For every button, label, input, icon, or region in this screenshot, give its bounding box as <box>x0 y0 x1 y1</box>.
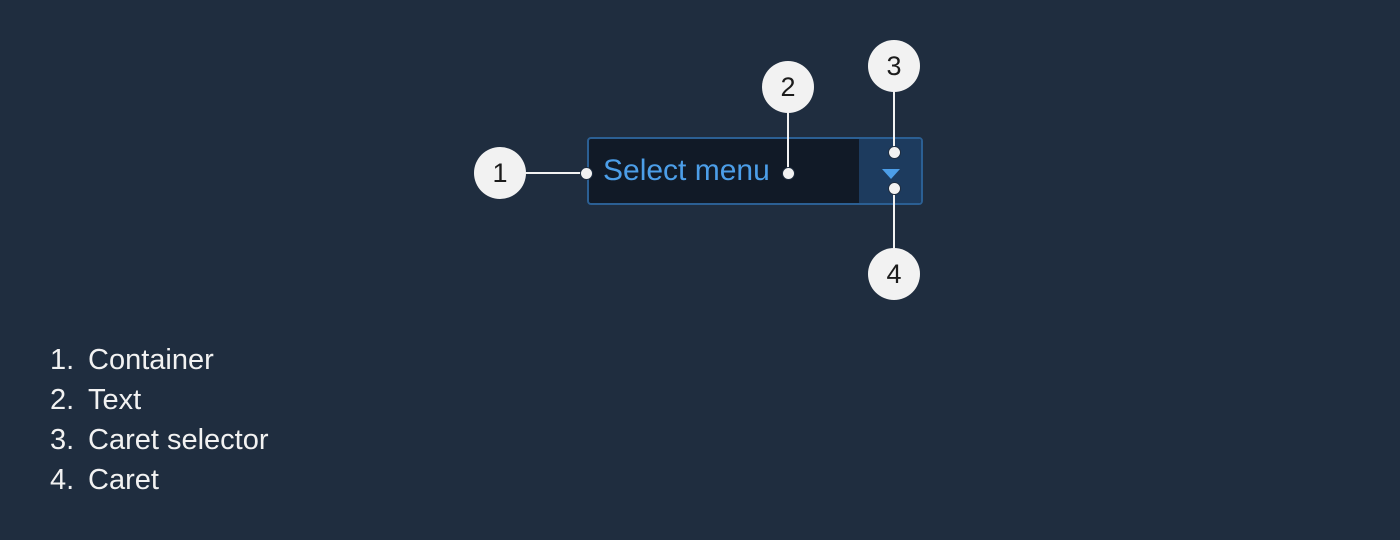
callout-4-badge: 4 <box>868 248 920 300</box>
callout-3-badge: 3 <box>868 40 920 92</box>
callout-1-dot <box>580 167 593 180</box>
callout-3-dot <box>888 146 901 159</box>
callout-4-line <box>893 188 895 250</box>
callout-2-badge: 2 <box>762 61 814 113</box>
legend-item-number: 3. <box>50 424 75 456</box>
select-menu-container[interactable]: Select menu <box>587 137 923 205</box>
legend-item: 4. Caret <box>50 460 269 500</box>
legend-item-number: 1. <box>50 344 75 376</box>
callout-2-line <box>787 112 789 173</box>
legend-item: 2. Text <box>50 380 269 420</box>
legend-item-label: Container <box>88 344 214 376</box>
callout-4-dot <box>888 182 901 195</box>
callout-2-dot <box>782 167 795 180</box>
callout-1-badge: 1 <box>474 147 526 199</box>
legend-item-number: 2. <box>50 384 75 416</box>
legend-item: 1. Container <box>50 340 269 380</box>
legend-item-number: 4. <box>50 464 75 496</box>
legend-item-label: Text <box>88 384 142 416</box>
legend-item-label: Caret <box>88 464 159 496</box>
legend-item-label: Caret selector <box>88 424 269 456</box>
caret-down-icon <box>882 169 900 179</box>
callout-1-line <box>525 172 586 174</box>
legend-item: 3. Caret selector <box>50 420 269 460</box>
select-menu-text: Select menu <box>603 154 770 187</box>
callout-3-line <box>893 91 895 153</box>
legend-list: 1. Container 2. Text 3. Caret selector 4. Ca… <box>50 340 269 500</box>
